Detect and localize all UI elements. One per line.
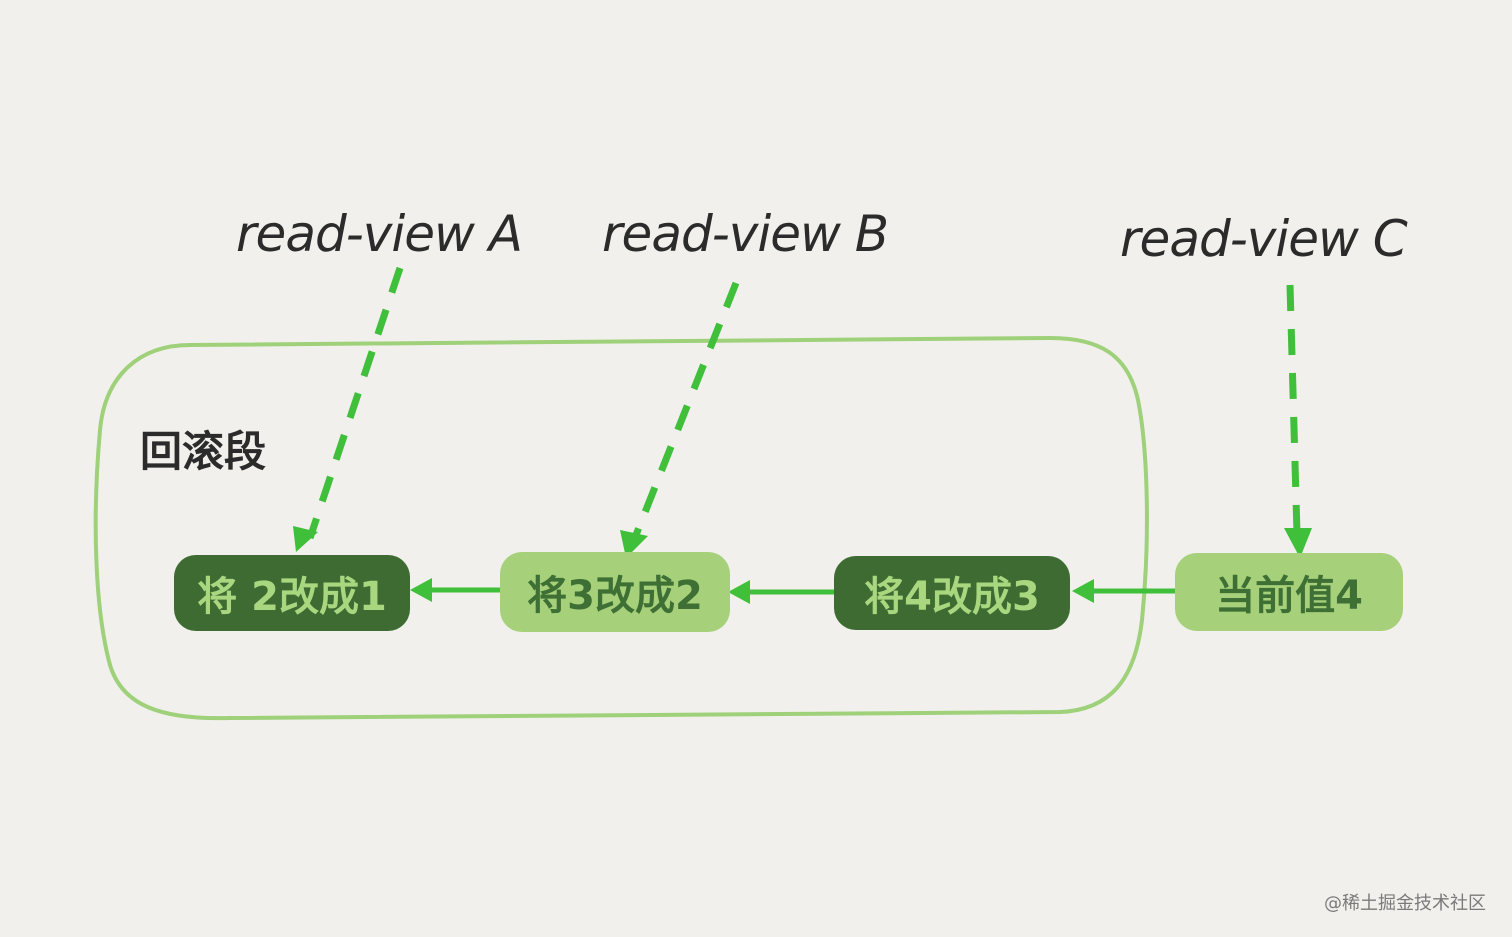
pointer-read-view-a-arrowhead <box>293 526 318 552</box>
chain-arrow-3-head <box>1072 579 1094 603</box>
chain-arrow-1-head <box>410 578 432 602</box>
pointer-read-view-c <box>1286 284 1301 535</box>
read-view-c-label: read-view C <box>1120 210 1408 268</box>
chain-node-current: 当前值4 <box>1175 553 1403 631</box>
rollback-segment-boundary <box>93 336 1149 721</box>
pointer-read-view-b-arrowhead <box>620 530 648 558</box>
chain-node-2: 将3改成2 <box>500 552 730 632</box>
chain-node-1: 将 2改成1 <box>174 555 410 631</box>
pointer-read-view-b <box>630 281 740 542</box>
chain-arrow-2-head <box>728 580 750 604</box>
watermark: @稀土掘金技术社区 <box>1324 893 1486 914</box>
pointer-read-view-c-arrowhead <box>1284 528 1312 558</box>
chain-node-3: 将4改成3 <box>834 556 1070 630</box>
pointer-read-view-a <box>306 266 404 540</box>
rollback-segment-label: 回滚段 <box>140 427 267 476</box>
read-view-b-label: read-view B <box>602 205 889 263</box>
read-view-a-label: read-view A <box>236 205 523 263</box>
